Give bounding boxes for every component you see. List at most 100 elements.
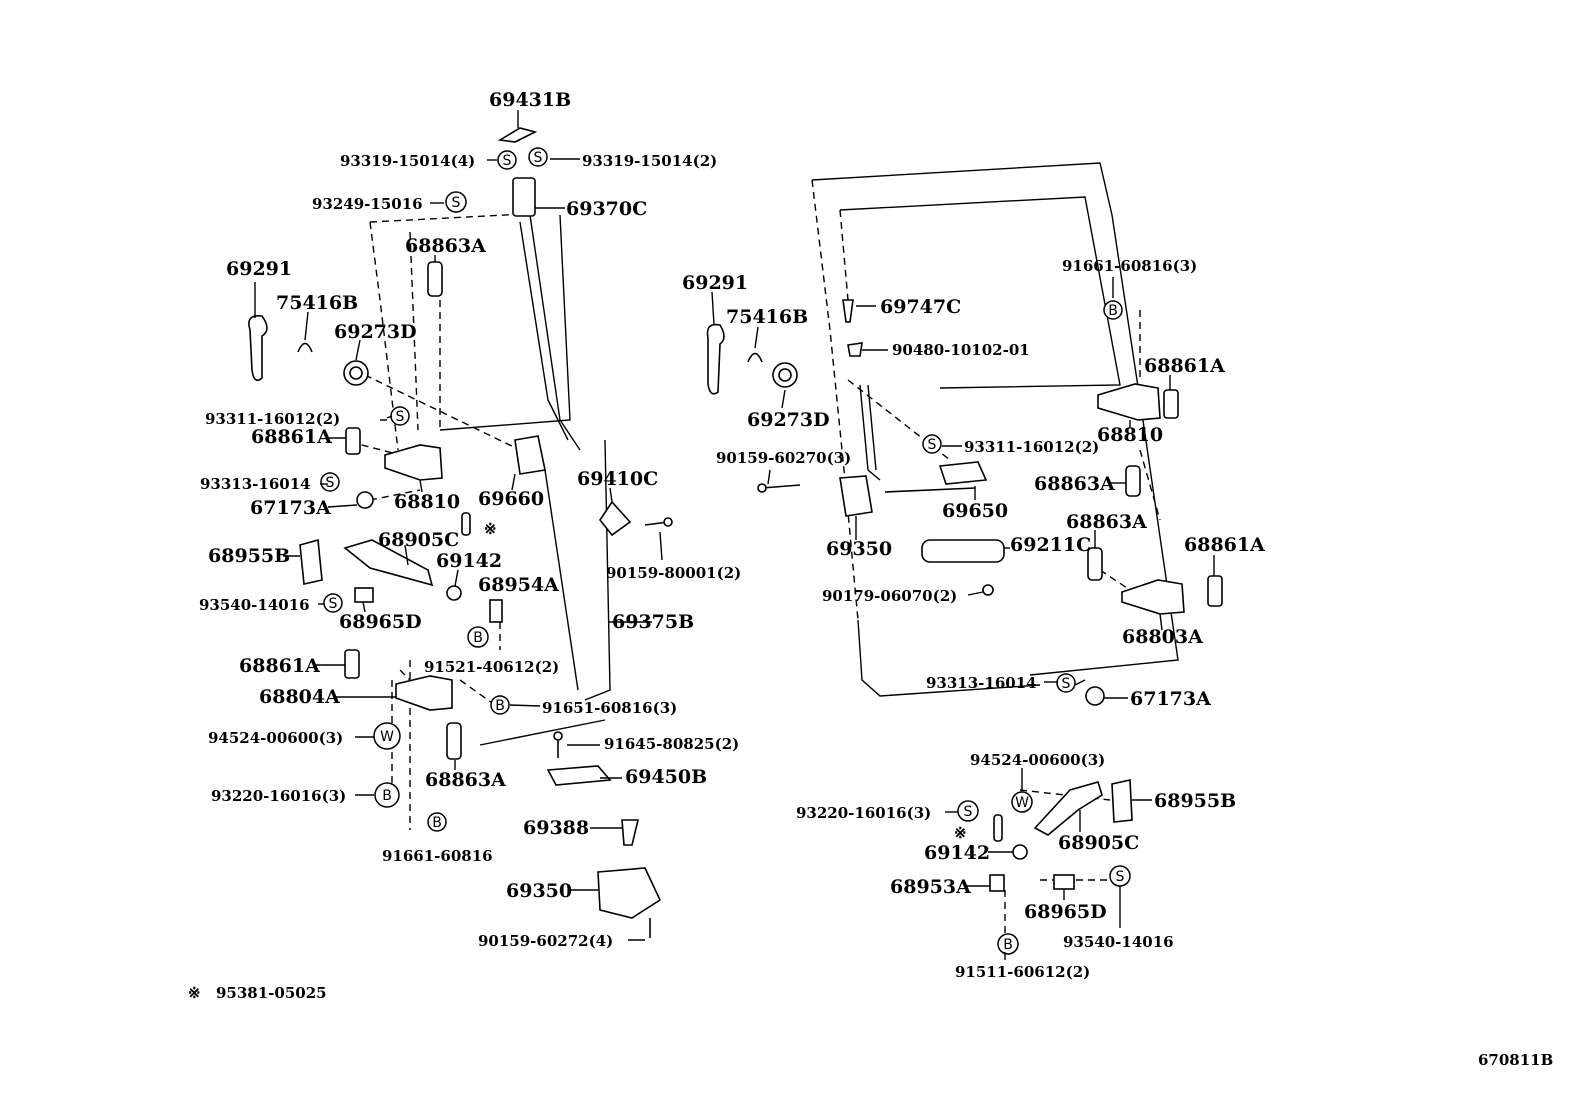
bolt-symbol-letter: B	[432, 815, 442, 831]
washer-symbol-letter: W	[1015, 795, 1029, 811]
part-label-l-75416B: 75416B	[276, 292, 358, 314]
bolt-symbol-circle	[374, 782, 400, 808]
part-label-r-68810: 68810	[1097, 424, 1163, 446]
part-label-r-68953A: 68953A	[890, 876, 971, 898]
part-label-l-93313: 93313-16014	[200, 475, 311, 493]
bolt-symbol-icon: B	[997, 933, 1019, 955]
part-label-r-68863A-b: 68863A	[1066, 511, 1147, 533]
part-label-r-91511: 91511-60612(2)	[955, 963, 1090, 981]
bolt-symbol-circle	[427, 812, 447, 832]
part-69388-clip-icon	[621, 819, 640, 846]
screw-symbol-circle	[922, 434, 942, 454]
screw-symbol-letter: S	[928, 437, 937, 453]
note-mark: ※	[954, 824, 967, 842]
part-label-r-68861A-b: 68861A	[1184, 534, 1265, 556]
part-r75416B-clip-icon	[747, 352, 763, 363]
part-label-r-75416B: 75416B	[726, 306, 808, 328]
part-r90480-clip-icon	[847, 342, 863, 357]
part-label-r-69142: 69142	[924, 842, 990, 864]
part-label-l-93319-b: 93319-15014(2)	[582, 152, 717, 170]
part-r69211C-handle-icon	[921, 539, 1005, 563]
screw-symbol-icon: S	[323, 593, 343, 613]
part-label-r-67173A: 67173A	[1130, 688, 1211, 710]
part-label-l-91651: 91651-60816(3)	[542, 699, 677, 717]
screw-symbol-letter: S	[1062, 676, 1071, 692]
part-75416B-clip-icon	[297, 342, 313, 353]
part-r69650-latch-icon	[938, 461, 988, 485]
part-label-l-91645: 91645-80825(2)	[604, 735, 739, 753]
part-label-l-68965D: 68965D	[339, 611, 422, 633]
part-label-l-69660: 69660	[478, 488, 544, 510]
part-r67173A-cap-icon	[1085, 686, 1105, 706]
part-68804A-hinge-icon	[395, 675, 453, 711]
part-label-r-93313: 93313-16014	[926, 674, 1037, 692]
part-label-l-90159-80001: 90159-80001(2)	[606, 564, 741, 582]
part-68861A-a-icon	[345, 427, 361, 455]
part-label-l-68804A: 68804A	[259, 686, 340, 708]
part-r68905C-handle-icon	[1033, 781, 1103, 836]
washer-symbol-circle	[373, 722, 401, 750]
part-69142-cap-icon	[446, 585, 462, 601]
bolt-symbol-circle	[1103, 300, 1123, 320]
note-mark: ※	[484, 520, 497, 538]
part-label-l-69370C: 69370C	[566, 198, 647, 220]
screw-symbol-letter: S	[326, 475, 335, 491]
bolt-symbol-letter: B	[495, 698, 505, 714]
part-label-r-90480: 90480-10102-01	[892, 341, 1030, 359]
part-label-r-68955B: 68955B	[1154, 790, 1236, 812]
part-label-l-69142: 69142	[436, 550, 502, 572]
footnote-part-number: 95381-05025	[216, 984, 327, 1002]
bolt-symbol-letter: B	[1003, 937, 1013, 953]
part-label-l-93249: 93249-15016	[312, 195, 423, 213]
part-r69142-clip-icon	[993, 814, 1003, 842]
part-label-r-68863A-a: 68863A	[1034, 473, 1115, 495]
part-r68863A-a-icon	[1125, 465, 1141, 497]
screw-symbol-letter: S	[329, 596, 338, 612]
screw-symbol-circle	[323, 593, 343, 613]
part-68810-hinge-icon	[384, 444, 443, 481]
part-label-l-69450B: 69450B	[625, 766, 707, 788]
part-69431B-icon	[497, 127, 538, 143]
part-label-l-69350: 69350	[506, 880, 572, 902]
part-note-clip-icon	[461, 512, 471, 536]
screw-symbol-icon: S	[390, 406, 410, 426]
part-68905C-handle-icon	[343, 539, 434, 587]
part-label-l-69388: 69388	[523, 817, 589, 839]
part-r90179-nut-icon	[982, 584, 994, 596]
bolt-symbol-circle	[997, 933, 1019, 955]
part-label-l-69410C: 69410C	[577, 468, 658, 490]
part-label-l-93220: 93220-16016(3)	[211, 787, 346, 805]
leader-lines	[254, 110, 1215, 960]
part-r68965D-block-icon	[1053, 874, 1075, 890]
left-parts	[248, 127, 673, 938]
part-r69142-cap-icon	[1012, 844, 1028, 860]
part-label-r-68803A: 68803A	[1122, 626, 1203, 648]
screw-symbol-icon: S	[1109, 865, 1131, 887]
screw-symbol-icon: S	[320, 472, 340, 492]
part-label-l-68861A-b: 68861A	[239, 655, 320, 677]
part-labels: 69431B93319-15014(4)93319-15014(2)93249-…	[199, 89, 1265, 981]
part-69660-latch-icon	[514, 435, 546, 475]
diagram-code: 670811B	[1478, 1051, 1553, 1069]
right-parts	[706, 299, 1223, 892]
part-68861A-b-icon	[344, 649, 360, 679]
part-r69350-lock-icon	[839, 475, 873, 517]
part-label-r-69650: 69650	[942, 500, 1008, 522]
part-label-l-90159-60272: 90159-60272(4)	[478, 932, 613, 950]
part-r69291-handle-icon	[706, 323, 725, 395]
part-68954A-block-icon	[489, 599, 503, 623]
part-label-r-93540: 93540-14016	[1063, 933, 1174, 951]
washer-symbol-icon: W	[373, 722, 401, 750]
part-69350-lock-icon	[597, 867, 662, 919]
part-label-r-90159-60270: 90159-60270(3)	[716, 449, 851, 467]
washer-symbol-letter: W	[380, 729, 394, 745]
screw-symbol-circle	[957, 800, 979, 822]
part-label-r-90179: 90179-06070(2)	[822, 587, 957, 605]
part-69450B-bracket-icon	[546, 765, 612, 786]
part-label-r-69747C: 69747C	[880, 296, 961, 318]
part-label-r-69350: 69350	[826, 538, 892, 560]
part-label-l-93319-a: 93319-15014(4)	[340, 152, 475, 170]
part-69291-handle-icon	[248, 314, 268, 381]
part-label-r-94524: 94524-00600(3)	[970, 751, 1105, 769]
